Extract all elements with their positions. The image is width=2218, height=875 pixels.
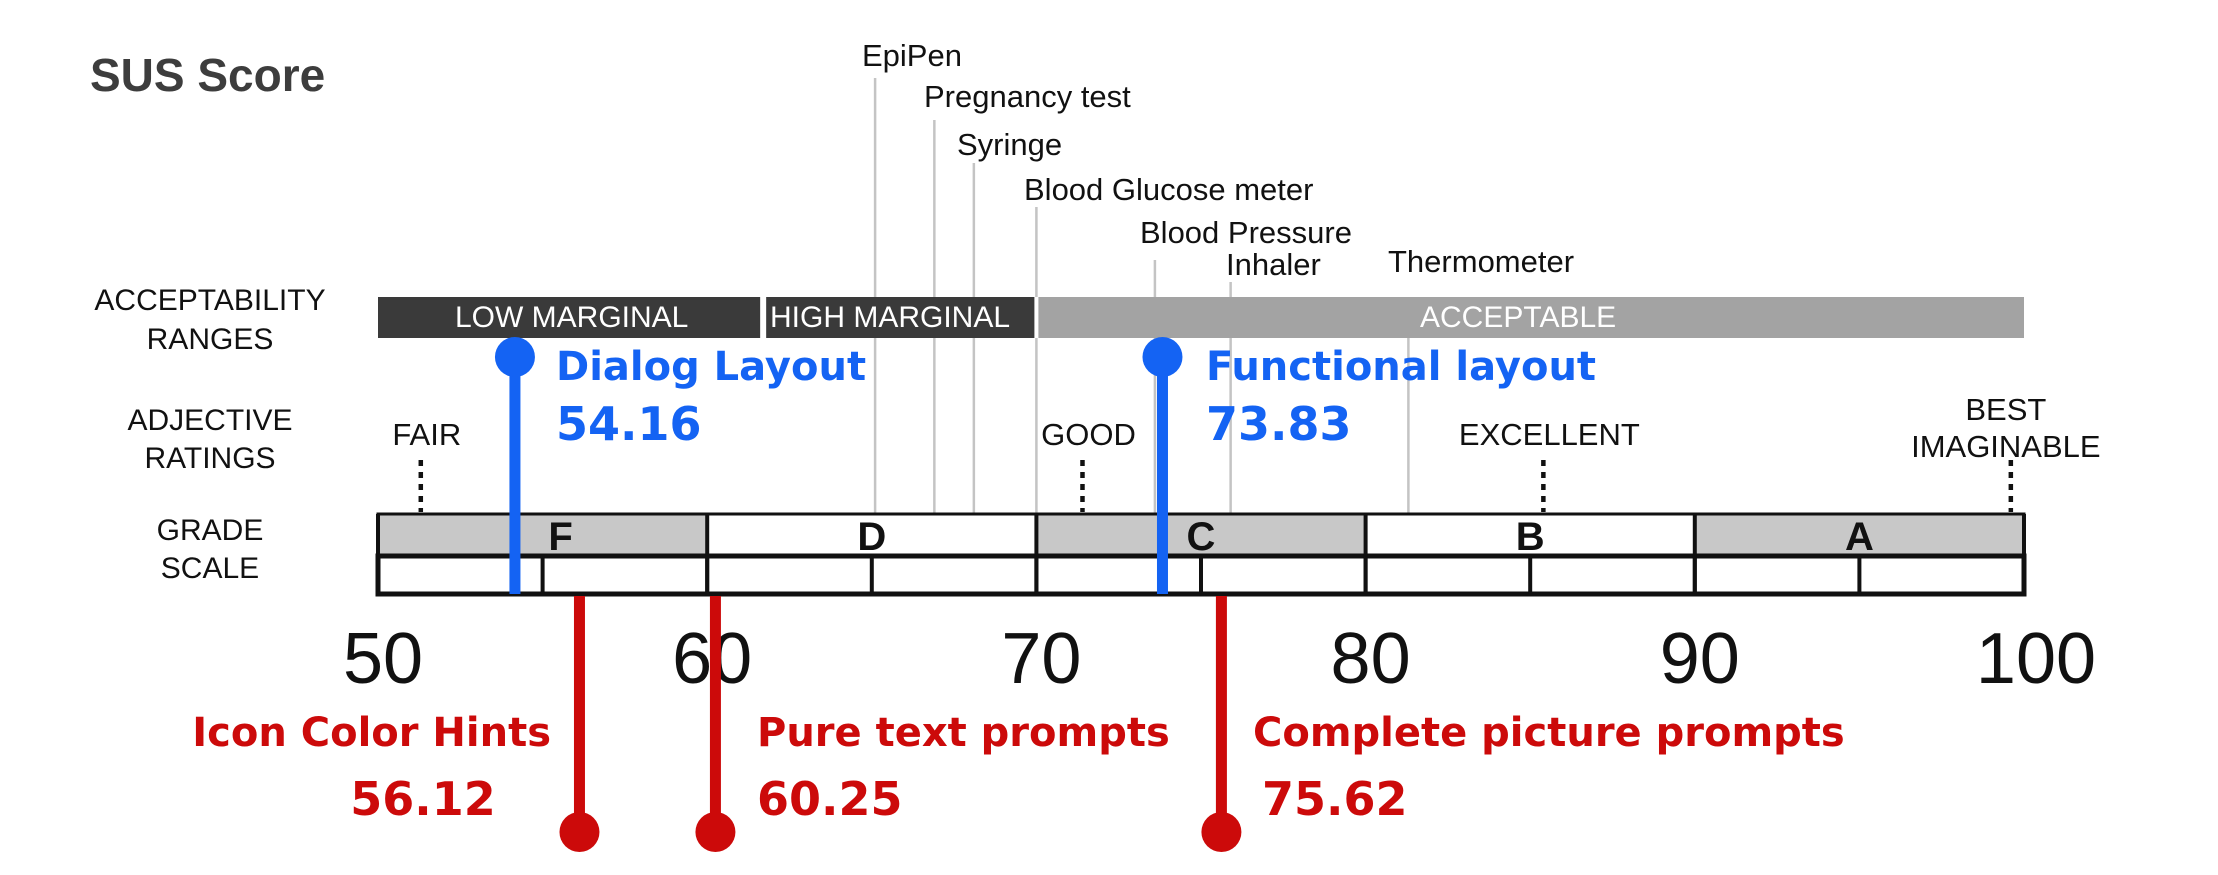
score-marker-label: Pure text prompts xyxy=(757,710,1170,756)
score-marker-value: 56.12 xyxy=(350,772,496,826)
row-label-acceptability: ACCEPTABILITY xyxy=(94,284,325,317)
grade-cell xyxy=(376,512,709,558)
benchmark-label: Blood Glucose meter xyxy=(1024,172,1313,207)
grade-label: C xyxy=(1187,515,1216,559)
adjective-rating-label: BEST xyxy=(1965,392,2046,427)
grade-label: A xyxy=(1845,515,1874,559)
row-label-grade: SCALE xyxy=(161,552,259,585)
adjective-rating-label: GOOD xyxy=(1041,417,1136,452)
score-marker-value: 54.16 xyxy=(556,397,702,451)
score-marker-value: 75.62 xyxy=(1262,772,1408,826)
score-marker-dot xyxy=(1142,337,1183,377)
acceptability-range-bar xyxy=(1036,297,2024,338)
x-tick-label: 70 xyxy=(1001,619,1081,699)
benchmark-label: Syringe xyxy=(957,127,1062,162)
page-title: SUS Score xyxy=(90,49,326,101)
acceptability-ranges: LOW MARGINAL HIGH MARGINAL ACCEPTABLE xyxy=(378,297,2024,338)
acceptability-range-bar xyxy=(763,297,1037,338)
grade-label: B xyxy=(1516,515,1545,559)
row-label-grade: GRADE xyxy=(157,514,264,547)
score-marker-dot xyxy=(494,337,535,377)
benchmark-label: EpiPen xyxy=(862,38,962,73)
adjective-rating-label: EXCELLENT xyxy=(1459,417,1640,452)
score-marker-label: Complete picture prompts xyxy=(1253,710,1845,756)
score-markers: Dialog Layout 54.16 Functional layout 73.83… xyxy=(192,337,1845,852)
benchmark-label: Pregnancy test xyxy=(924,79,1131,114)
grade-label: D xyxy=(857,515,886,559)
score-marker-label: Dialog Layout xyxy=(556,344,866,390)
adjective-rating-label: IMAGINABLE xyxy=(1911,429,2101,464)
acceptability-range-label: HIGH MARGINAL xyxy=(770,301,1010,334)
x-tick-label: 80 xyxy=(1331,619,1411,699)
row-label-adjective: RATINGS xyxy=(144,442,275,475)
acceptability-range-label: LOW MARGINAL xyxy=(455,301,688,334)
adjective-rating-label: FAIR xyxy=(392,417,461,452)
range-separator xyxy=(1034,297,1039,338)
score-marker-dot xyxy=(1201,812,1242,852)
acceptability-range-label: ACCEPTABLE xyxy=(1420,301,1616,334)
row-label-adjective: ADJECTIVE xyxy=(127,404,292,437)
range-separator xyxy=(760,297,767,338)
row-label-acceptability: RANGES xyxy=(147,323,274,356)
benchmark-label: Thermometer xyxy=(1388,244,1574,279)
grade-label: F xyxy=(548,515,572,559)
acceptability-range-bar xyxy=(378,297,764,338)
score-marker-label: Icon Color Hints xyxy=(192,710,551,756)
benchmark-label: Blood Pressure xyxy=(1140,215,1352,250)
x-tick-label: 50 xyxy=(343,619,423,699)
x-tick-label: 100 xyxy=(1976,619,2096,699)
score-marker-value: 60.25 xyxy=(757,772,903,826)
score-marker-label: Functional layout xyxy=(1206,344,1596,390)
score-marker-dot xyxy=(559,812,600,852)
row-labels: ACCEPTABILITY RANGES ADJECTIVE RATINGS GRADE… xyxy=(94,284,325,585)
x-tick-label: 90 xyxy=(1660,619,1740,699)
score-marker-value: 73.83 xyxy=(1206,397,1352,451)
score-marker-dot xyxy=(695,812,736,852)
benchmark-label: Inhaler xyxy=(1226,247,1321,282)
